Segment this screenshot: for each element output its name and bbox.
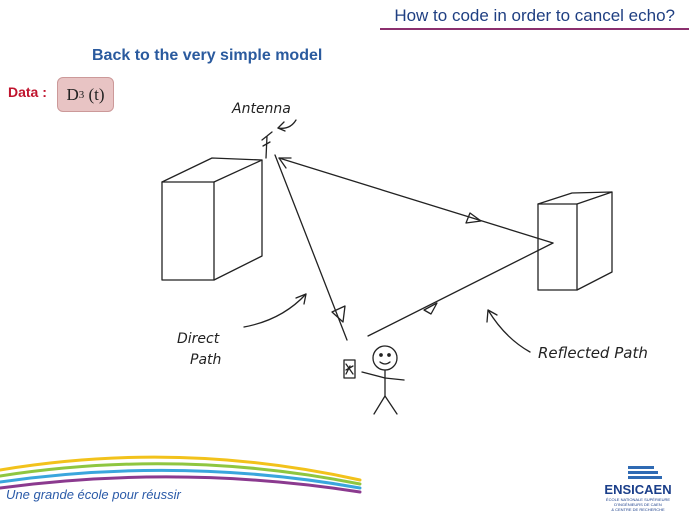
right-building xyxy=(537,191,613,291)
antenna xyxy=(261,119,297,159)
data-label: Data : xyxy=(8,84,47,100)
slide-title: How to code in order to cancel echo? xyxy=(394,6,675,25)
ensicaen-logo-mark xyxy=(628,466,662,479)
ensicaen-logo: ENSICAEN ÉCOLE NATIONALE SUPÉRIEURE D'IN… xyxy=(599,462,677,512)
direct-path-label-line2: Path xyxy=(190,352,221,368)
person-figure xyxy=(361,345,405,415)
footer-tagline: Une grande école pour réussir xyxy=(6,487,181,502)
direct-path-label-line1: Direct xyxy=(177,331,220,347)
phone-icon xyxy=(343,359,356,379)
reflected-path-line xyxy=(367,242,554,337)
slide-subtitle: Back to the very simple model xyxy=(92,47,323,64)
signal-argument: (t) xyxy=(88,84,105,104)
logo-text: ENSICAEN xyxy=(604,482,672,497)
signal-subscript: 3 xyxy=(78,88,85,101)
reflected-path-label: Reflected Path xyxy=(538,344,648,362)
direct-path-line xyxy=(274,154,348,341)
footer-swoosh xyxy=(0,455,362,494)
antenna-to-reflector-line xyxy=(278,157,554,244)
left-building xyxy=(161,157,263,281)
logo-subtext-1: ÉCOLE NATIONALE SUPÉRIEURE D'INGÉNIEURS … xyxy=(605,497,671,507)
logo-subtext-2: & CENTRE DE RECHERCHE xyxy=(611,507,665,512)
direct-path-pointer xyxy=(243,293,307,328)
reflected-path-pointer xyxy=(486,309,531,353)
antenna-label: Antenna xyxy=(231,101,291,117)
title-underline xyxy=(380,28,689,30)
signal-base: D xyxy=(66,84,79,104)
